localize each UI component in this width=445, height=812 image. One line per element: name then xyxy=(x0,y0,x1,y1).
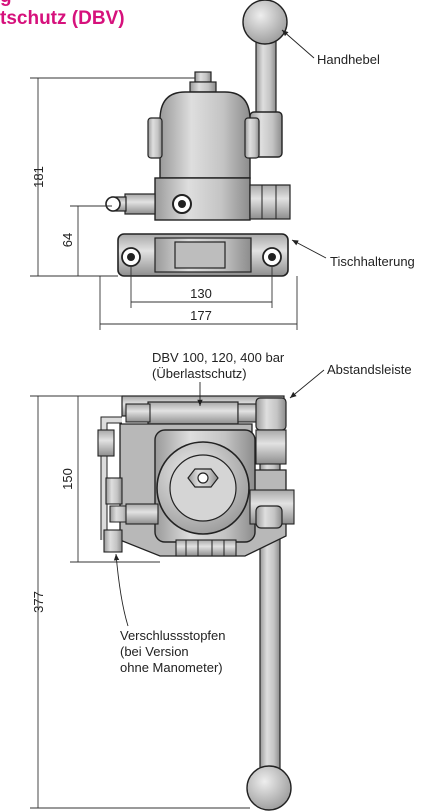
plug xyxy=(103,529,123,553)
dimension-177 xyxy=(99,276,298,330)
top-view: 377 150 DBV 100, 120, 400 bar (Überlasts… xyxy=(30,350,412,811)
handle-ball-bottom xyxy=(246,765,292,811)
dimension-130-label: 130 xyxy=(190,286,212,301)
table-mount-label: Tischhalterung xyxy=(330,254,415,269)
plug-label-line3: ohne Manometer) xyxy=(120,660,223,675)
table-mount-leader xyxy=(291,239,327,259)
valve-body xyxy=(159,91,251,179)
spacer-bar-leader xyxy=(289,369,325,399)
relief-valve-label-line2: (Überlastschutz) xyxy=(152,366,247,381)
handle-leader xyxy=(281,29,315,59)
title-line-1: g xyxy=(0,0,12,8)
dimension-64 xyxy=(70,205,112,276)
relief-valve-label-line1: DBV 100, 120, 400 bar xyxy=(152,350,285,365)
top-fitting xyxy=(189,81,217,93)
dimension-130 xyxy=(130,266,273,308)
relief-valve xyxy=(147,401,239,425)
right-fitting xyxy=(249,184,291,220)
handle-label: Handhebel xyxy=(317,52,380,67)
handle-ball-top xyxy=(242,0,288,45)
spacer-bar-label: Abstandsleiste xyxy=(327,362,412,377)
dimension-150 xyxy=(70,395,160,563)
dimension-181-label: 181 xyxy=(31,166,46,188)
plug-leader xyxy=(113,553,129,627)
dimension-150-label: 150 xyxy=(60,468,75,490)
dimension-177-label: 177 xyxy=(190,308,212,323)
left-fitting xyxy=(124,193,156,215)
pipe-fitting xyxy=(105,477,123,505)
dimension-377-label: 377 xyxy=(31,591,46,613)
lower-block xyxy=(154,177,251,221)
plug-label-line1: Verschlussstopfen xyxy=(120,628,226,643)
title-line-2: tschutz (DBV) xyxy=(0,8,125,29)
side-view: 181 64 130 177 Handhebel Tischhalterung xyxy=(30,0,415,330)
dimension-181 xyxy=(30,77,195,277)
plug-label-line2: (bei Version xyxy=(120,644,189,659)
dimension-64-label: 64 xyxy=(60,233,75,247)
